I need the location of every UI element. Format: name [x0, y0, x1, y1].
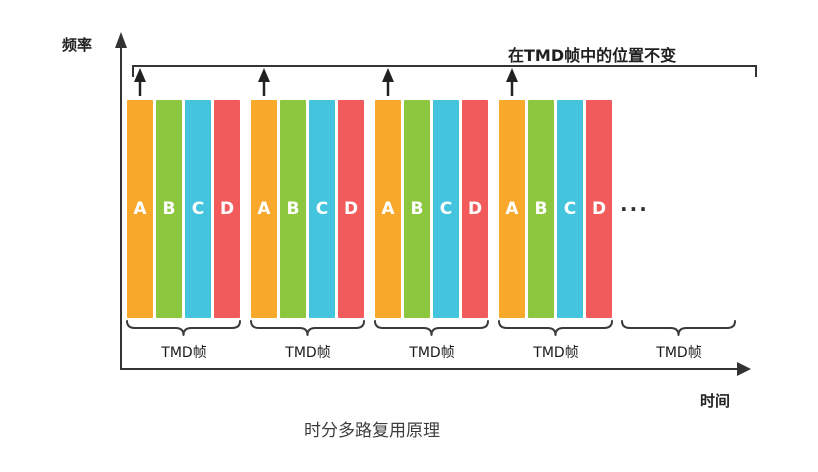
- tdm-frame-group: A B C D: [251, 100, 364, 318]
- frame-label: TMD帧: [285, 345, 331, 361]
- slot-d: D: [214, 100, 240, 318]
- slot-c: C: [185, 100, 211, 318]
- frame-label: TMD帧: [409, 345, 455, 361]
- slot-a: A: [127, 100, 153, 318]
- diagram-title: 时分多路复用原理: [304, 421, 440, 441]
- frame-brace: [621, 320, 736, 336]
- slot-d: D: [338, 100, 364, 318]
- slot-b: B: [280, 100, 306, 318]
- slot-c: C: [433, 100, 459, 318]
- ellipsis: ...: [620, 192, 649, 216]
- y-axis-arrowhead: [115, 32, 127, 48]
- frame-brace: [126, 320, 241, 336]
- frame-label: TMD帧: [656, 345, 702, 361]
- y-axis-label: 频率: [62, 36, 93, 54]
- x-axis-label: 时间: [700, 392, 731, 410]
- top-note: 在TMD帧中的位置不变: [508, 46, 677, 65]
- slot-a: A: [499, 100, 525, 318]
- up-arrow: [258, 68, 270, 96]
- tdm-frame-group: A B C D: [127, 100, 240, 318]
- slot-c: C: [309, 100, 335, 318]
- slot-a: A: [251, 100, 277, 318]
- slot-d: D: [462, 100, 488, 318]
- frame-brace: [498, 320, 613, 336]
- slot-b: B: [156, 100, 182, 318]
- frame-label: TMD帧: [161, 345, 207, 361]
- frame-label: TMD帧: [533, 345, 579, 361]
- y-axis: [115, 32, 127, 368]
- slot-b: B: [404, 100, 430, 318]
- slot-d: D: [586, 100, 612, 318]
- x-axis-arrowhead: [737, 362, 751, 376]
- frame-brace: [250, 320, 365, 336]
- slot-b: B: [528, 100, 554, 318]
- slot-c: C: [557, 100, 583, 318]
- up-arrow: [134, 68, 146, 96]
- position-span-line: [132, 65, 757, 77]
- up-arrow: [506, 68, 518, 96]
- x-axis: [120, 362, 751, 376]
- frame-brace: [374, 320, 489, 336]
- slot-a: A: [375, 100, 401, 318]
- tdm-frame-group: A B C D: [375, 100, 488, 318]
- up-arrow: [382, 68, 394, 96]
- tdm-frame-group: A B C D: [499, 100, 612, 318]
